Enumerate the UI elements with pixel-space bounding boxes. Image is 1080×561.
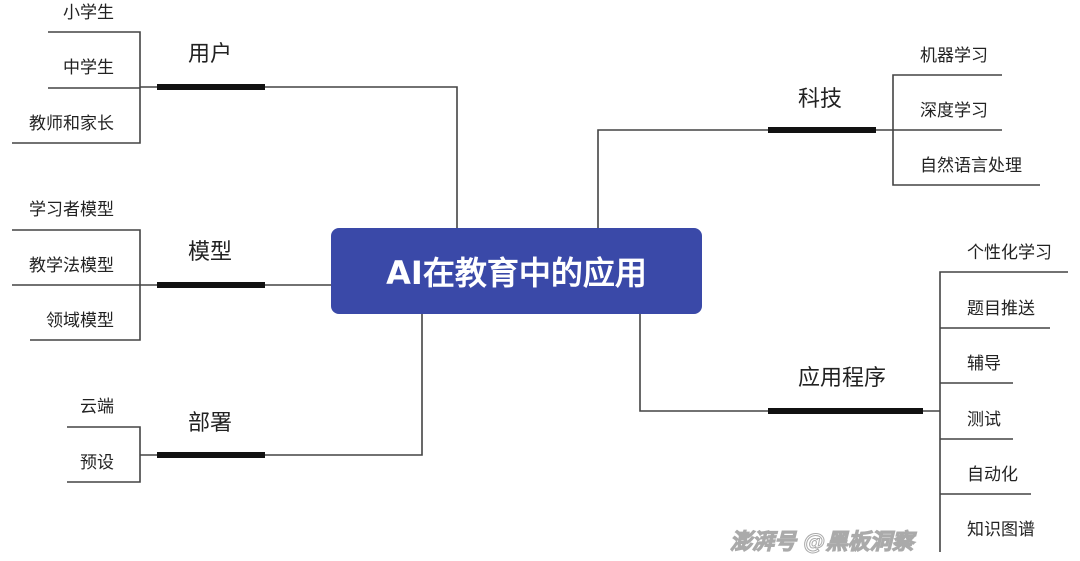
leaf-node[interactable]: 机器学习 — [920, 46, 988, 66]
root-label: AI在教育中的应用 — [386, 254, 647, 292]
branch-models[interactable]: 模型 — [188, 240, 233, 265]
leaf-node[interactable]: 自然语言处理 — [920, 156, 1022, 176]
leaf-node[interactable]: 小学生 — [63, 3, 114, 23]
leaf-node[interactable]: 测试 — [967, 410, 1001, 430]
leaf-node[interactable]: 辅导 — [967, 354, 1001, 374]
leaf-node[interactable]: 自动化 — [967, 465, 1018, 485]
leaf-node[interactable]: 学习者模型 — [29, 200, 114, 220]
root-node[interactable]: AI在教育中的应用 — [331, 228, 702, 314]
leaf-node[interactable]: 预设 — [80, 453, 114, 473]
leaf-node[interactable]: 知识图谱 — [967, 520, 1035, 540]
leaf-node[interactable]: 领域模型 — [46, 311, 114, 331]
leaf-node[interactable]: 云端 — [80, 397, 114, 417]
leaf-node[interactable]: 中学生 — [63, 58, 114, 78]
leaf-node[interactable]: 题目推送 — [967, 299, 1035, 319]
branch-deploy[interactable]: 部署 — [188, 411, 233, 436]
leaf-node[interactable]: 教学法模型 — [29, 256, 114, 276]
leaf-node[interactable]: 深度学习 — [920, 101, 988, 121]
leaf-node[interactable]: 个性化学习 — [967, 243, 1052, 263]
leaf-node[interactable]: 教师和家长 — [29, 114, 114, 134]
watermark: 澎湃号 @黑板洞察 — [730, 530, 915, 556]
branch-users[interactable]: 用户 — [188, 42, 233, 67]
branch-apps[interactable]: 应用程序 — [798, 366, 887, 391]
branch-tech[interactable]: 科技 — [798, 87, 843, 112]
